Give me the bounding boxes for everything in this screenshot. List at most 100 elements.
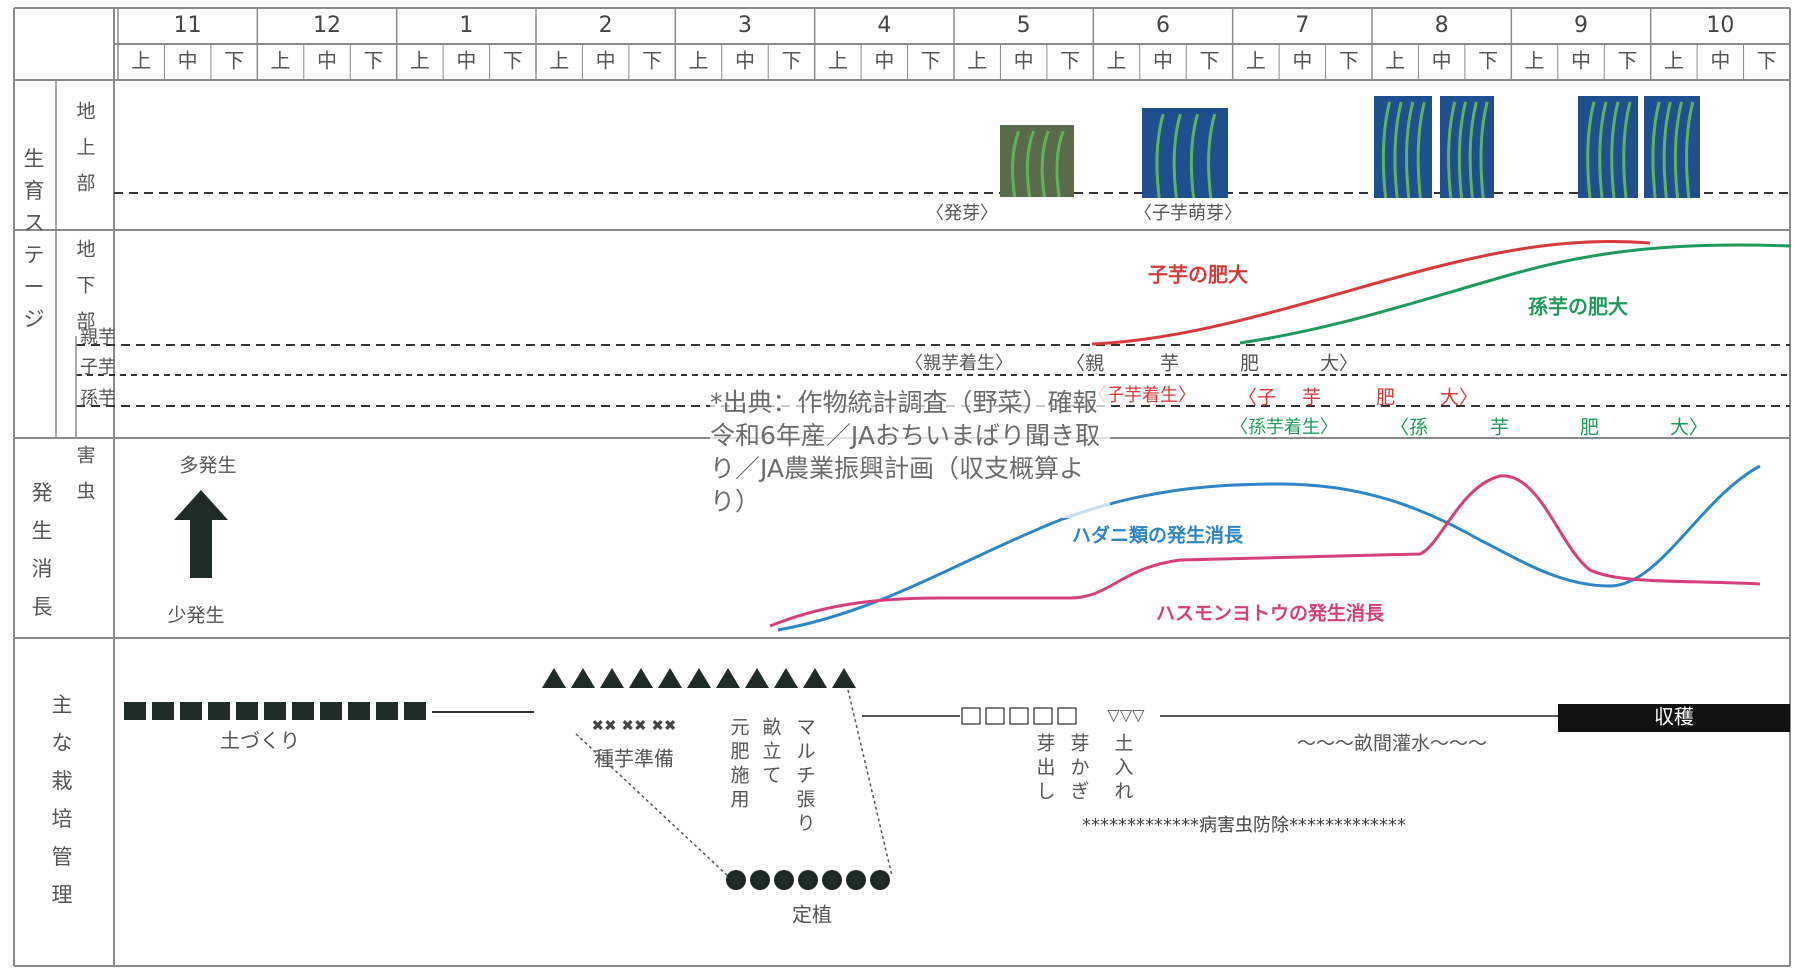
soil-prep-square bbox=[376, 702, 398, 720]
sprout-box bbox=[961, 707, 981, 725]
leaf-stem bbox=[1011, 130, 1021, 198]
mgmt-sprout-out-char: し bbox=[1036, 781, 1055, 803]
month-label-9: 9 bbox=[1574, 13, 1588, 38]
dekad-label: 下 bbox=[921, 49, 941, 73]
dekad-label: 下 bbox=[1339, 49, 1359, 73]
planting-dot bbox=[750, 870, 770, 890]
stage-mago-set: 〈孫芋着生〉 bbox=[1230, 417, 1338, 438]
mgmt-mulch-char: チ bbox=[796, 765, 815, 787]
leaf-stem bbox=[1662, 101, 1672, 199]
mgmt-hilling-char: 入 bbox=[1114, 757, 1133, 779]
section-mgmt-label-char: 理 bbox=[52, 883, 73, 907]
mgmt-ridge-char: 畝 bbox=[762, 717, 781, 739]
growth-above-label-char: 地 bbox=[76, 101, 95, 123]
dekad-label: 下 bbox=[503, 49, 523, 73]
mgmt-mulch-char: マ bbox=[796, 717, 815, 739]
leaf-stem bbox=[1685, 101, 1695, 199]
dekad-label: 上 bbox=[549, 49, 569, 73]
dekad-label: 中 bbox=[1710, 49, 1730, 73]
leaf-stem bbox=[1673, 101, 1684, 199]
mgmt-sprout-out-char: 出 bbox=[1036, 757, 1055, 779]
planting-guide-left bbox=[575, 733, 729, 877]
dekad-label: 中 bbox=[178, 49, 198, 73]
sprout-box bbox=[1009, 707, 1029, 725]
mgmt-thinning: 芽かぎ bbox=[1070, 733, 1089, 803]
dekad-label: 上 bbox=[410, 49, 430, 73]
section-growth-label-char: 育 bbox=[24, 179, 45, 203]
mgmt-mulch-char: 張 bbox=[796, 789, 815, 811]
leaf-stem bbox=[1055, 130, 1065, 198]
dekad-label: 上 bbox=[1107, 49, 1127, 73]
section-mgmt-label-char: 栽 bbox=[52, 769, 73, 793]
leaf-stem bbox=[1381, 101, 1392, 199]
dekad-label: 中 bbox=[735, 49, 755, 73]
stage-ko-enlarge-part: 肥 bbox=[1376, 387, 1395, 409]
dekad-label: 下 bbox=[1060, 49, 1080, 73]
month-label-7: 7 bbox=[1295, 13, 1309, 38]
dekad-label: 上 bbox=[1385, 49, 1405, 73]
growth-below-label-char: 地 bbox=[76, 239, 95, 261]
section-mgmt-label-char: 主 bbox=[52, 693, 73, 717]
planting-dot bbox=[822, 870, 842, 890]
hilling-marks: ▽▽▽ bbox=[1108, 706, 1146, 725]
calendar-labels: 11上中下12上中下1上中下2上中下3上中下4上中下5上中下6上中下7上中下8上… bbox=[24, 13, 1777, 927]
stage-ko-enlarge-part: 芋 bbox=[1302, 387, 1321, 409]
plant-photo-6 bbox=[1644, 96, 1700, 199]
month-label-1: 1 bbox=[459, 13, 473, 38]
growth-below-label: 地下部 bbox=[76, 239, 95, 333]
plant-photo-3 bbox=[1374, 96, 1432, 199]
harvest-bar bbox=[1558, 704, 1790, 732]
mgmt-irrigation: 〜〜〜畝間灌水〜〜〜 bbox=[1297, 733, 1487, 755]
dekad-label: 中 bbox=[317, 49, 337, 73]
legend-few: 少発生 bbox=[167, 605, 224, 627]
leaf-stem bbox=[1610, 101, 1620, 199]
mgmt-ridge-char: て bbox=[762, 765, 781, 787]
curve-label-ko-growth: 子芋の肥大 bbox=[1148, 263, 1248, 287]
leaf-stem bbox=[1155, 113, 1165, 199]
prep-triangle bbox=[745, 668, 769, 688]
abundance-arrow bbox=[174, 490, 228, 578]
plant-photo-2 bbox=[1142, 108, 1228, 199]
leaf-stem bbox=[1598, 101, 1608, 199]
prep-triangle bbox=[571, 668, 595, 688]
prep-triangle bbox=[716, 668, 740, 688]
dekad-label: 下 bbox=[1199, 49, 1219, 73]
mgmt-mulch-char: ル bbox=[796, 741, 815, 763]
curve-label-mago-growth: 孫芋の肥大 bbox=[1528, 295, 1628, 319]
prep-triangle bbox=[600, 668, 624, 688]
planting-dot bbox=[870, 870, 890, 890]
dekad-label: 下 bbox=[642, 49, 662, 73]
section-mgmt-label-char: 培 bbox=[52, 807, 73, 831]
soil-prep-square bbox=[152, 702, 174, 720]
soil-prep-square bbox=[208, 702, 230, 720]
sprout-box bbox=[1057, 707, 1077, 725]
dekad-label: 下 bbox=[1478, 49, 1498, 73]
soil-prep-square bbox=[404, 702, 426, 720]
section-pests-label-char: 生 bbox=[32, 519, 53, 543]
tuber-row-label-3: 孫芋 bbox=[80, 388, 116, 409]
mgmt-base-fert-char: 施 bbox=[730, 765, 749, 787]
growth-above-label-char: 上 bbox=[76, 137, 95, 159]
soil-prep-square bbox=[124, 702, 146, 720]
dekad-label: 上 bbox=[1246, 49, 1266, 73]
dekad-label: 上 bbox=[131, 49, 151, 73]
mgmt-hilling-char: れ bbox=[1114, 781, 1133, 803]
section-mgmt-label-char: な bbox=[52, 731, 73, 755]
curve-mago-growth bbox=[1239, 243, 1791, 345]
leaf-stem bbox=[1468, 101, 1478, 199]
mgmt-harvest: 収穫 bbox=[1654, 705, 1694, 729]
leaf-stem bbox=[1447, 101, 1457, 199]
month-label-11: 11 bbox=[174, 13, 202, 38]
soil-prep-square bbox=[236, 702, 258, 720]
dekad-label: 中 bbox=[874, 49, 894, 73]
stage-oya-enlarge-part: 〈親 bbox=[1066, 353, 1104, 375]
dekad-label: 上 bbox=[1664, 49, 1684, 73]
mgmt-planting: 定植 bbox=[792, 903, 832, 927]
planting-guide-right bbox=[847, 689, 893, 877]
stage-ko-enlarge-part: 大〉 bbox=[1440, 387, 1478, 409]
stage-oya-enlarge-part: 芋 bbox=[1160, 353, 1179, 375]
curve-label-mite: ハダニ類の発生消長 bbox=[1072, 524, 1244, 547]
mgmt-soil: 土づくり bbox=[220, 729, 300, 753]
